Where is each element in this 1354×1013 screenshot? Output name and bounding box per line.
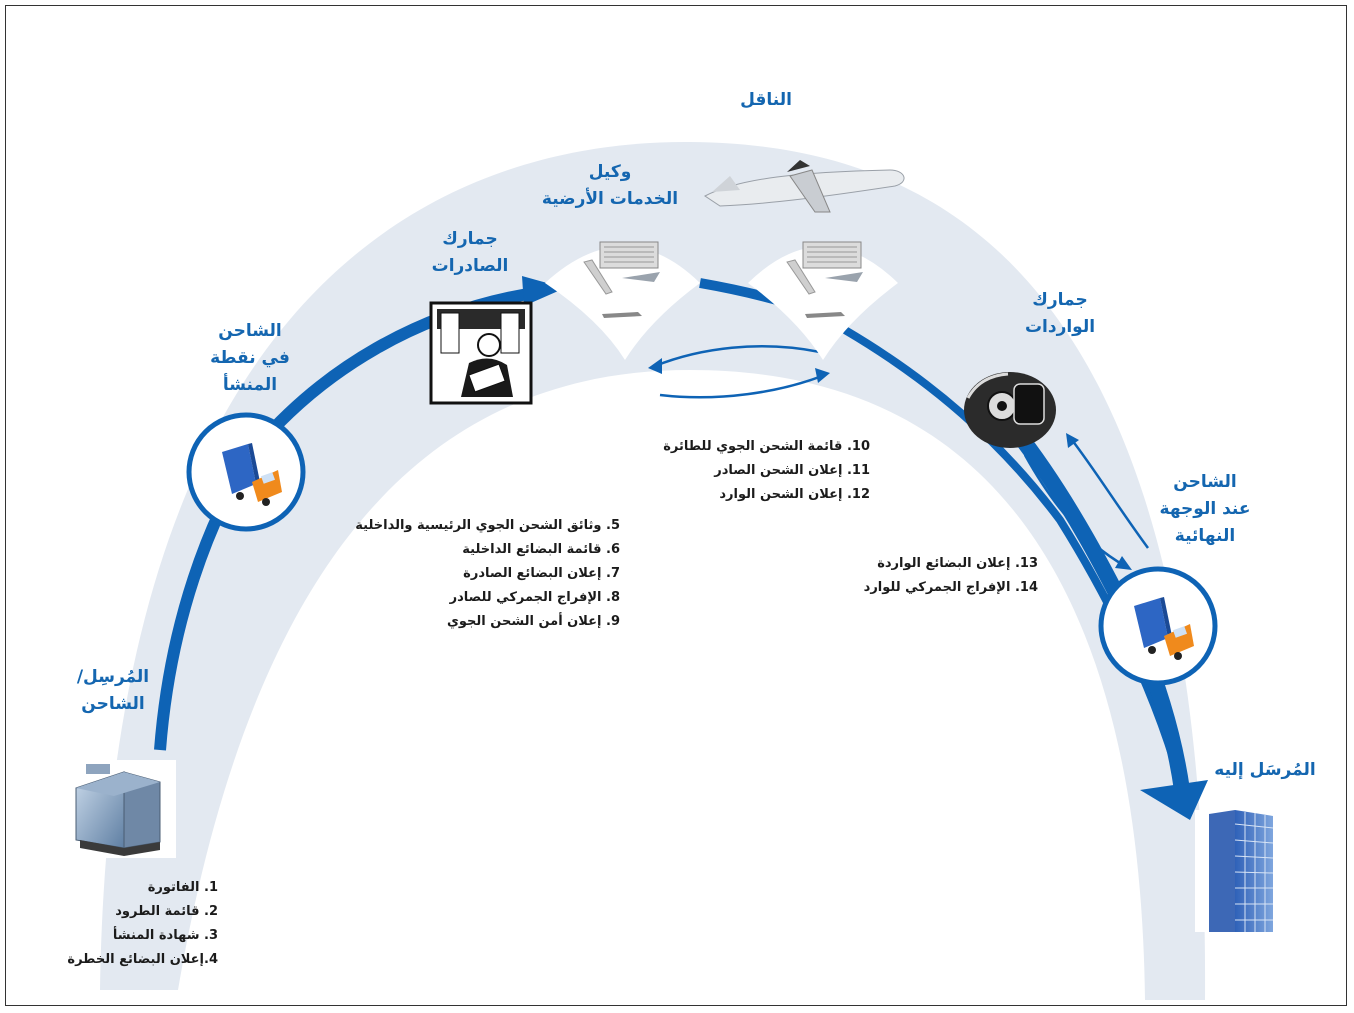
- list-item: 6. قائمة البضائع الداخلية: [462, 542, 620, 557]
- truck-origin-circle: [186, 412, 306, 532]
- truck-icon: [1134, 597, 1194, 660]
- list-item: 9. إعلان أمن الشحن الجوي: [446, 614, 620, 629]
- exchange-arrow-down: [1023, 454, 1126, 568]
- list-item: 11. إعلان الشحن الصادر: [714, 463, 870, 478]
- exchange-arrowhead-up: [1066, 433, 1079, 448]
- exchange-arrow-right: [659, 374, 823, 399]
- warehouse-icon: [583, 241, 660, 318]
- list-item: 5. وثائق الشحن الجوي الرئيسية والداخلية: [355, 518, 620, 533]
- diagram-frame: [5, 5, 1347, 1006]
- list-item: 8. الإفراج الجمركي للصادر: [449, 590, 620, 605]
- list-item: 1. الفاتورة: [147, 880, 218, 895]
- list-item: 10. قائمة الشحن الجوي للطائرة: [663, 439, 870, 454]
- list-item: 12. إعلان الشحن الوارد: [719, 487, 870, 502]
- ground-agent-panel-left: [545, 246, 700, 360]
- exchange-arrow-left: [654, 345, 821, 368]
- label-consignee: المُرسَل إليه: [1214, 760, 1316, 780]
- list-item: 2. قائمة الطرود: [115, 904, 218, 919]
- documents-ground: 10. قائمة الشحن الجوي للطائرة 11. إعلان …: [663, 435, 870, 507]
- flow-arrow-destination: [842, 326, 1189, 801]
- label-carrier: الناقل: [740, 90, 792, 110]
- documents-destination: 13. إعلان البضائع الواردة 14. الإفراج ال…: [864, 552, 1038, 600]
- flow-arrowhead-origin: [522, 276, 565, 306]
- airplane-icon: [704, 160, 905, 213]
- skyscraper-icon: [1195, 810, 1285, 932]
- list-item: 13. إعلان البضائع الواردة: [877, 556, 1038, 571]
- documents-origin: 5. وثائق الشحن الجوي الرئيسية والداخلية …: [355, 514, 620, 634]
- list-item: 3. شهادة المنشأ: [112, 928, 218, 943]
- label-shipper-destination: الشاحن عند الوجهة النهائية: [1159, 472, 1251, 546]
- telephone-icon: [964, 372, 1056, 448]
- flow-arrowhead-destination: [1140, 780, 1208, 820]
- exchange-arrow-up: [1071, 439, 1150, 549]
- label-ground-handling-agent: وكيل الخدمات الأرضية: [541, 162, 679, 209]
- exchange-arrowhead-down: [1115, 556, 1132, 570]
- label-shipper-origin: الشاحن في نقطة المنشأ: [210, 321, 290, 395]
- label-sender-shipper: المُرسِل/ الشاحن: [76, 667, 150, 714]
- exchange-arrowhead-left: [648, 358, 662, 374]
- label-import-customs: جمارك الواردات: [1024, 290, 1096, 337]
- truck-destination-circle: [1098, 566, 1218, 686]
- warehouse-icon: [786, 241, 863, 318]
- office-building-icon: [66, 760, 176, 858]
- route-arch-band: [100, 141, 1206, 1000]
- label-export-customs: جمارك الصادرات: [431, 229, 509, 276]
- list-item: 14. الإفراج الجمركي للوارد: [863, 580, 1038, 595]
- truck-icon: [222, 443, 282, 506]
- documents-sender: 1. الفاتورة 2. قائمة الطرود 3. شهادة الم…: [67, 876, 218, 972]
- list-item: 7. إعلان البضائع الصادرة: [463, 566, 620, 581]
- list-item: 4.إعلان البضائع الخطرة: [67, 952, 218, 967]
- exchange-arrowhead-right: [815, 368, 830, 383]
- customs-officer-icon: [429, 301, 533, 405]
